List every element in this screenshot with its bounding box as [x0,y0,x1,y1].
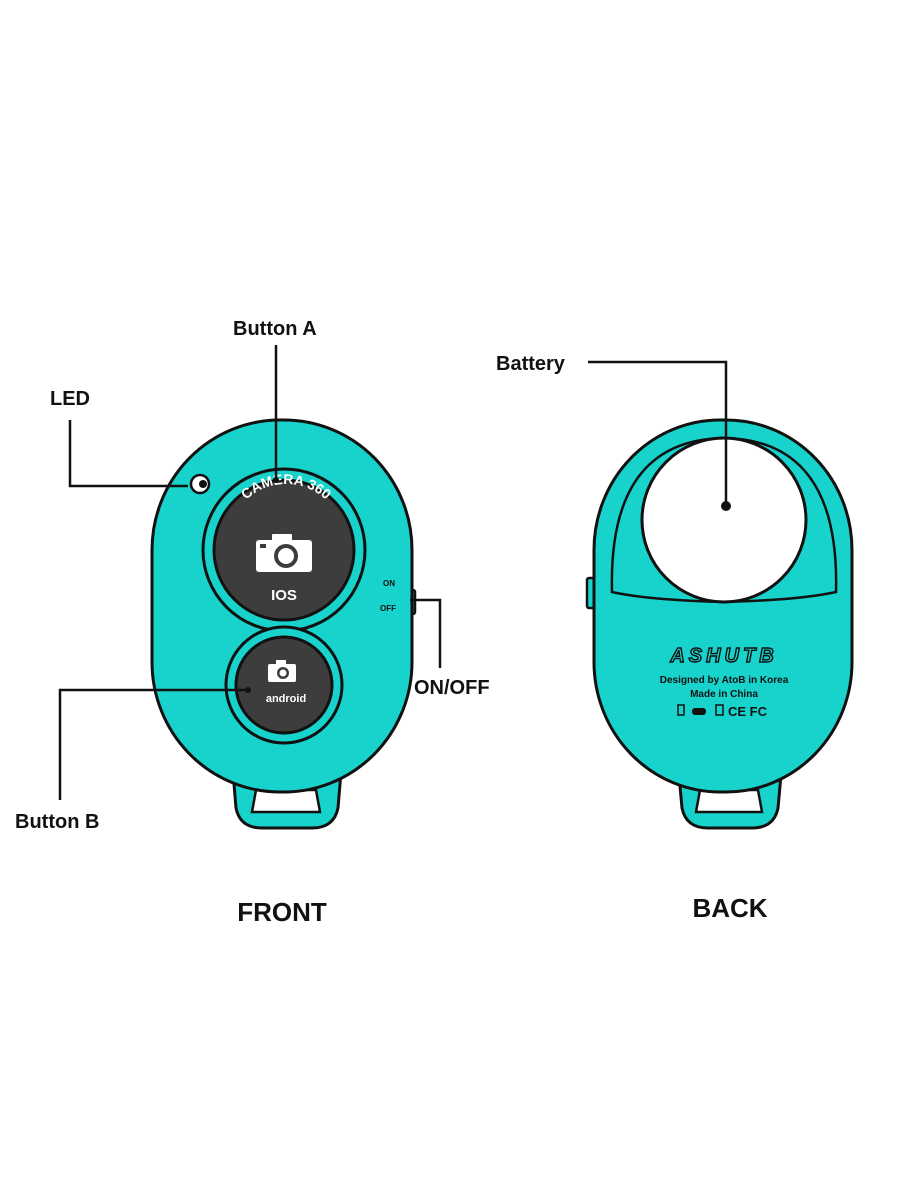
label-on-off: ON/OFF [414,677,490,699]
certification-icons: CE FC [677,704,768,719]
back-caption: BACK [692,893,767,923]
switch-off-label: OFF [380,604,396,613]
led-dot [199,480,207,488]
front-view: CAMERA 360 IOS android ON OFF [15,318,490,927]
button-b-pointer-dot [245,687,251,693]
button-a-pointer-dot [273,477,279,483]
made-text: Made in China [690,689,758,700]
battery-leader-line [588,360,728,506]
front-leader-lines [58,345,442,800]
front-caption: FRONT [237,897,327,927]
label-button-b: Button B [15,811,99,833]
button-b[interactable] [234,635,334,735]
battery-pointer-dot [721,501,731,511]
back-view: Battery ASHUTB Designed by AtoB in Korea… [496,353,854,923]
button-a-bottom-text: IOS [271,587,297,604]
button-b-text: android [266,693,306,705]
switch-on-label: ON [383,579,395,588]
ce-fc-marks: CE FC [728,704,768,719]
camera-icon [268,660,296,682]
label-battery: Battery [496,353,566,375]
label-button-a: Button A [233,318,317,340]
camera-icon [256,534,312,572]
battery-cover [640,436,808,604]
brand-logo: ASHUTB [669,645,777,667]
designed-text: Designed by AtoB in Korea [660,675,789,686]
weee-bin-icon [677,704,685,716]
recycle-icon [715,704,724,716]
label-led: LED [50,388,90,410]
rcm-icon [692,708,706,715]
